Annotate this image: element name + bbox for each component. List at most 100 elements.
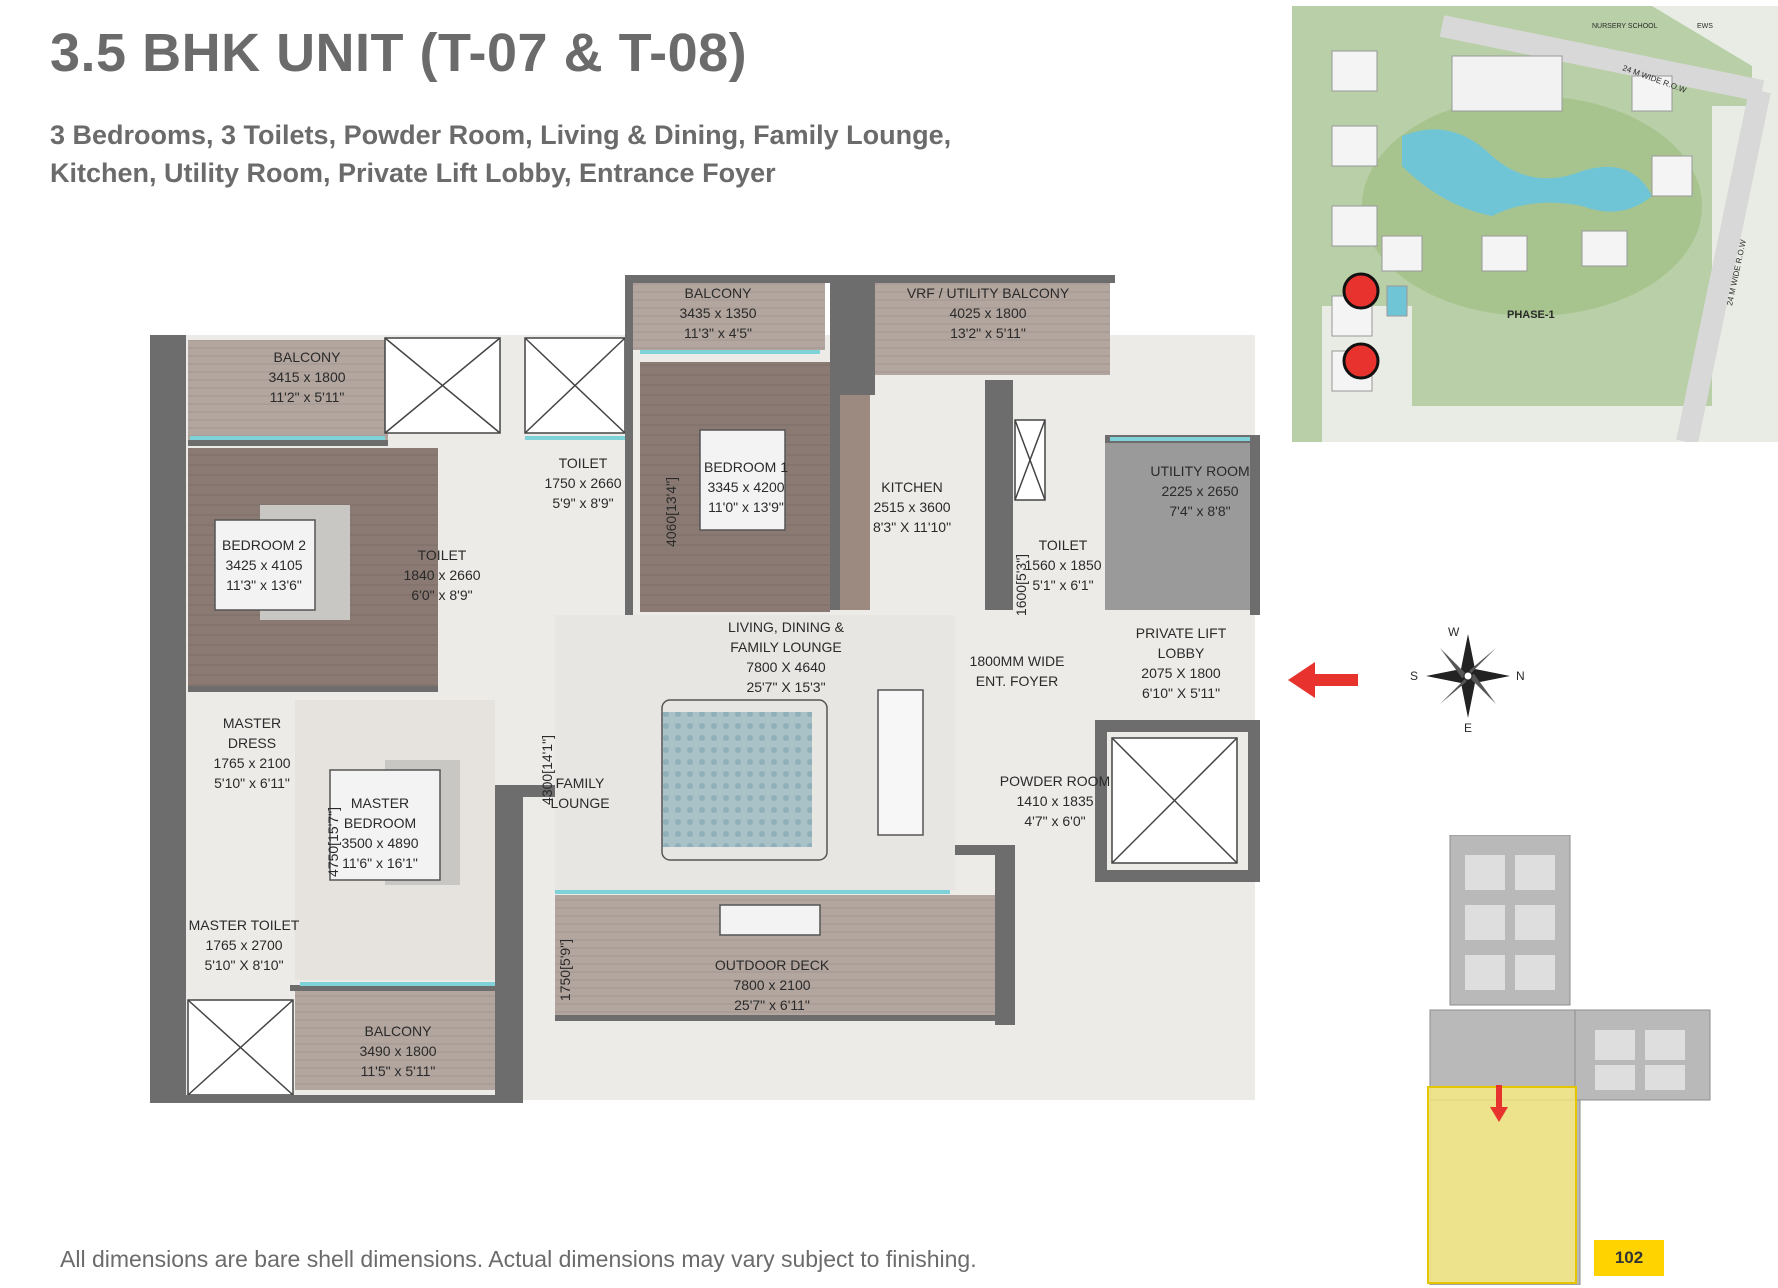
- svg-text:1840 x 2660: 1840 x 2660: [403, 567, 480, 583]
- svg-text:LIVING, DINING &: LIVING, DINING &: [728, 619, 845, 635]
- label-toilet-c-dim: 1600[5'3"]: [1013, 554, 1029, 616]
- svg-text:3425 x 4105: 3425 x 4105: [225, 557, 302, 573]
- unit-features-line-1: 3 Bedrooms, 3 Toilets, Powder Room, Livi…: [50, 120, 952, 150]
- key-plan-arrow-icon: [1490, 1107, 1508, 1122]
- tower-t08-marker-icon: [1342, 342, 1380, 380]
- svg-text:KITCHEN: KITCHEN: [881, 479, 942, 495]
- svg-text:1410 x 1835: 1410 x 1835: [1016, 793, 1093, 809]
- svg-text:UTILITY ROOM: UTILITY ROOM: [1150, 463, 1249, 479]
- shaft-1: [187, 277, 1238, 1096]
- svg-text:TOILET: TOILET: [1039, 537, 1088, 553]
- svg-text:TOILET: TOILET: [418, 547, 467, 563]
- unit-features-line-2: Kitchen, Utility Room, Private Lift Lobb…: [50, 158, 776, 188]
- label-lift-lobby: PRIVATE LIFT LOBBY 2075 X 1800 6'10" X 5…: [1136, 625, 1227, 701]
- svg-text:7800 x 2100: 7800 x 2100: [733, 977, 810, 993]
- label-bedroom1: BEDROOM 1 3345 x 4200 11'0" x 13'9": [704, 459, 788, 515]
- label-master-toilet: MASTER TOILET 1765 x 2700 5'10" X 8'10": [189, 917, 300, 973]
- svg-text:13'2" x 5'11": 13'2" x 5'11": [950, 325, 1026, 341]
- label-powder-room: POWDER ROOM 1410 x 1835 4'7" x 6'0": [1000, 773, 1110, 829]
- rug: [662, 712, 812, 847]
- svg-text:OUTDOOR DECK: OUTDOOR DECK: [715, 957, 830, 973]
- label-bedroom2: BEDROOM 2 3425 x 4105 11'3" x 13'6": [222, 537, 306, 593]
- entry-arrow-icon: [1288, 662, 1358, 698]
- svg-text:PRIVATE LIFT: PRIVATE LIFT: [1136, 625, 1227, 641]
- svg-text:3415 x 1800: 3415 x 1800: [268, 369, 345, 385]
- dining-table: [877, 689, 924, 836]
- svg-text:BALCONY: BALCONY: [365, 1023, 433, 1039]
- clubhouse: [1451, 55, 1563, 112]
- vrf-balcony-floor: [875, 275, 1110, 375]
- site-school-label: NURSERY SCHOOL: [1592, 23, 1658, 30]
- svg-text:25'7" x 6'11": 25'7" x 6'11": [734, 997, 810, 1013]
- label-vrf-balcony: VRF / UTILITY BALCONY 4025 x 1800 13'2" …: [907, 285, 1070, 341]
- svg-text:ENT. FOYER: ENT. FOYER: [976, 673, 1058, 689]
- svg-text:7'4" x 8'8": 7'4" x 8'8": [1169, 503, 1230, 519]
- pool: [1402, 129, 1652, 216]
- svg-text:11'2" x 5'11": 11'2" x 5'11": [270, 389, 345, 405]
- balcony-top-floor: [625, 275, 825, 350]
- bedroom1-bed: [699, 429, 786, 531]
- svg-text:1765 x 2100: 1765 x 2100: [213, 755, 290, 771]
- label-outdoor-deck: OUTDOOR DECK 7800 x 2100 25'7" x 6'11": [715, 957, 830, 1013]
- label-toilet-a: TOILET 1840 x 2660 6'0" x 8'9": [403, 547, 480, 603]
- site-ews-label: EWS: [1697, 23, 1713, 30]
- svg-text:4025 x 1800: 4025 x 1800: [949, 305, 1026, 321]
- road-right: [1676, 88, 1771, 442]
- svg-text:VRF / UTILITY BALCONY: VRF / UTILITY BALCONY: [907, 285, 1070, 301]
- sofa: [661, 699, 828, 861]
- label-family-lounge-dim: 4300[14'1"]: [539, 735, 555, 805]
- label-master-bedroom-dim: 4750[15'7"]: [325, 807, 341, 877]
- compass-e: E: [1464, 721, 1472, 735]
- compass-icon: W N S E: [1410, 625, 1525, 735]
- label-master-bedroom: MASTER BEDROOM 3500 x 4890 11'6" x 16'1": [341, 795, 418, 871]
- key-plan-details: [1465, 855, 1685, 1090]
- road-top: [1439, 15, 1765, 102]
- svg-text:BALCONY: BALCONY: [274, 349, 342, 365]
- page-title: 3.5 BHK UNIT (T-07 & T-08): [50, 23, 748, 83]
- central-garden: [1362, 96, 1702, 316]
- svg-text:BEDROOM 2: BEDROOM 2: [222, 537, 306, 553]
- svg-text:2225 x 2650: 2225 x 2650: [1161, 483, 1238, 499]
- svg-text:6'0" x 8'9": 6'0" x 8'9": [411, 587, 472, 603]
- svg-text:11'0" x 13'9": 11'0" x 13'9": [708, 499, 784, 515]
- svg-text:MASTER: MASTER: [351, 795, 409, 811]
- svg-text:MASTER TOILET: MASTER TOILET: [189, 917, 300, 933]
- unit-features: 3 Bedrooms, 3 Toilets, Powder Room, Livi…: [50, 116, 951, 192]
- room-labels: BALCONY 3415 x 1800 11'2" x 5'11" BEDROO…: [189, 285, 1250, 1079]
- svg-text:4'7" x 6'0": 4'7" x 6'0": [1024, 813, 1085, 829]
- svg-text:11'3" x 13'6": 11'3" x 13'6": [226, 577, 302, 593]
- deck-bench: [719, 904, 821, 936]
- svg-text:8'3" X 11'10": 8'3" X 11'10": [873, 519, 951, 535]
- svg-text:1765 x 2700: 1765 x 2700: [205, 937, 282, 953]
- bedroom2-bed: [214, 519, 316, 611]
- glazing: [190, 350, 1250, 986]
- label-balcony-top: BALCONY 3435 x 1350 11'3" x 4'5": [679, 285, 756, 341]
- compass-w: W: [1448, 625, 1460, 639]
- svg-text:3490 x 1800: 3490 x 1800: [359, 1043, 436, 1059]
- balcony-top-left-floor: [188, 340, 388, 440]
- label-family-lounge: FAMILY LOUNGE: [550, 775, 609, 811]
- svg-text:BEDROOM 1: BEDROOM 1: [704, 459, 788, 475]
- master-bed: [329, 769, 441, 881]
- svg-text:TOILET: TOILET: [559, 455, 608, 471]
- label-toilet-c: TOILET 1560 x 1850 5'1" x 6'1": [1024, 537, 1101, 593]
- label-balcony-top-left: BALCONY 3415 x 1800 11'2" x 5'11": [268, 349, 345, 405]
- label-living: LIVING, DINING & FAMILY LOUNGE 7800 X 46…: [728, 619, 845, 695]
- svg-text:3500 x 4890: 3500 x 4890: [341, 835, 418, 851]
- svg-text:FAMILY LOUNGE: FAMILY LOUNGE: [730, 639, 842, 655]
- svg-text:3435 x 1350: 3435 x 1350: [679, 305, 756, 321]
- svg-text:5'10" X 8'10": 5'10" X 8'10": [204, 957, 283, 973]
- svg-text:7800 X 4640: 7800 X 4640: [746, 659, 826, 675]
- utility-room-floor: [1105, 440, 1255, 610]
- svg-text:POWDER ROOM: POWDER ROOM: [1000, 773, 1110, 789]
- svg-text:DRESS: DRESS: [228, 735, 276, 751]
- label-outdoor-deck-dim: 1750[5'9"]: [557, 939, 573, 1001]
- svg-text:3345 x 4200: 3345 x 4200: [707, 479, 784, 495]
- label-master-dress: MASTER DRESS 1765 x 2100 5'10" x 6'11": [213, 715, 290, 791]
- svg-text:2075 X 1800: 2075 X 1800: [1141, 665, 1221, 681]
- site-plan-map: PHASE-1 24 M WIDE R.O.W 24 M WIDE R.O.W …: [1292, 6, 1778, 442]
- svg-text:11'6" x 16'1": 11'6" x 16'1": [342, 855, 418, 871]
- label-bedroom1-dim: 4060[13'4"]: [663, 477, 679, 547]
- svg-text:5'10" x 6'11": 5'10" x 6'11": [214, 775, 290, 791]
